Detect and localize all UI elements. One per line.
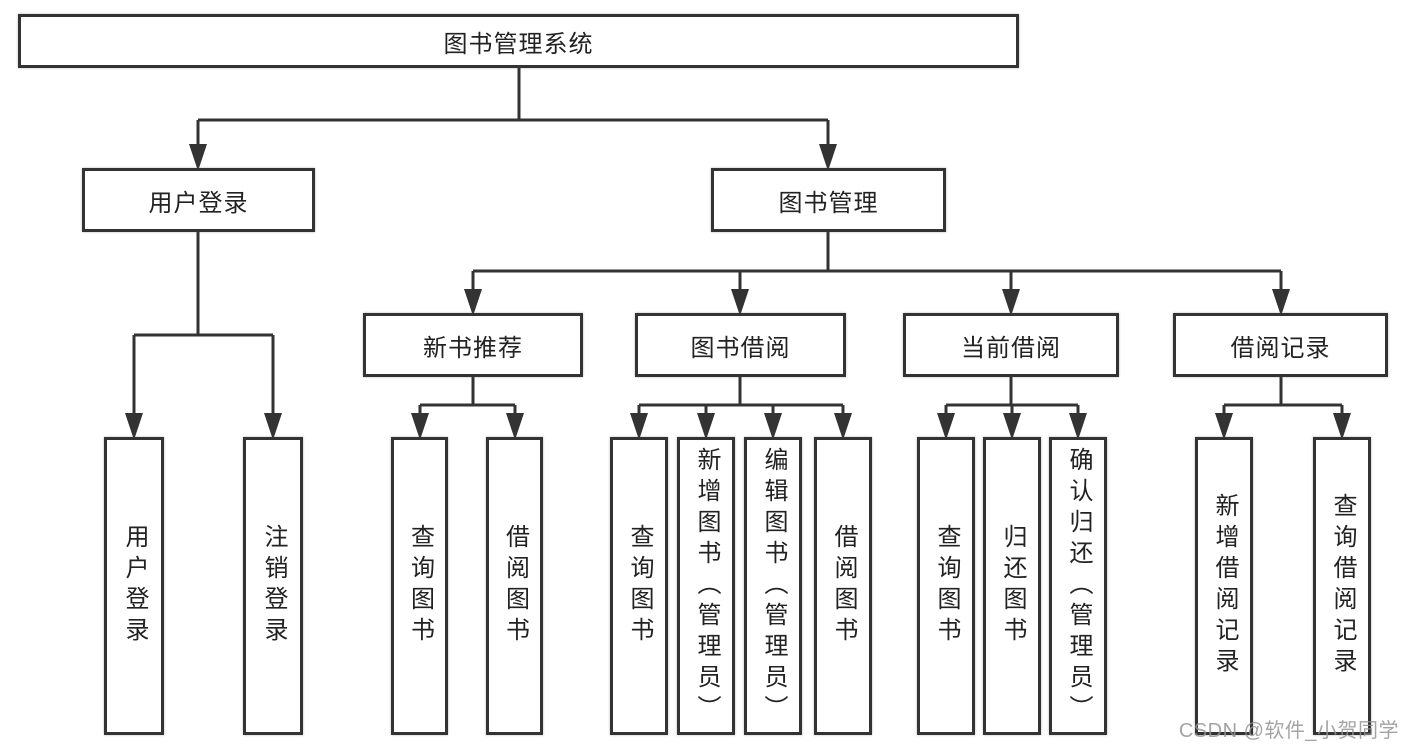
watermark: CSDN @软件_小贺同学 bbox=[1178, 720, 1399, 742]
leaf-borrow-books-recommend: 借阅图书 bbox=[486, 437, 543, 735]
node-book-management: 图书管理 bbox=[711, 168, 946, 232]
leaf-add-books-admin: 新增图书（管理员） bbox=[677, 437, 735, 735]
leaf-query-books-current: 查询图书 bbox=[917, 437, 975, 735]
leaf-user-login: 用户登录 bbox=[104, 437, 164, 735]
tree-edges bbox=[132, 68, 1344, 414]
node-borrowing-records: 借阅记录 bbox=[1173, 313, 1388, 377]
arrowhead-glyphs bbox=[125, 144, 1351, 440]
leaf-return-books: 归还图书 bbox=[983, 437, 1041, 735]
leaf-add-borrow-record: 新增借阅记录 bbox=[1195, 437, 1253, 735]
leaf-query-books-recommend: 查询图书 bbox=[391, 437, 448, 735]
node-user-login: 用户登录 bbox=[82, 168, 315, 232]
leaf-query-books-borrow: 查询图书 bbox=[610, 437, 668, 735]
leaf-logout: 注销登录 bbox=[243, 437, 303, 735]
leaf-borrow-books-borrow: 借阅图书 bbox=[814, 437, 872, 735]
leaf-edit-books-admin: 编辑图书（管理员） bbox=[744, 437, 802, 735]
node-current-borrowing: 当前借阅 bbox=[903, 313, 1119, 377]
node-book-borrowing: 图书借阅 bbox=[635, 313, 846, 377]
node-library-management-system: 图书管理系统 bbox=[18, 14, 1019, 68]
leaf-query-borrow-record: 查询借阅记录 bbox=[1313, 437, 1371, 735]
node-new-book-recommendation: 新书推荐 bbox=[363, 313, 583, 377]
leaf-confirm-return-admin: 确认归还（管理员） bbox=[1049, 437, 1107, 735]
